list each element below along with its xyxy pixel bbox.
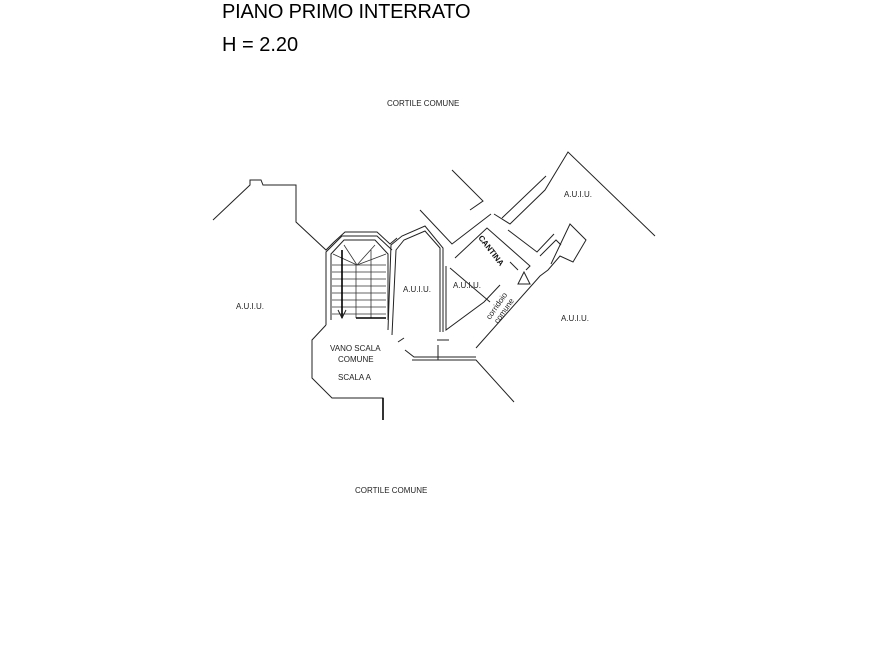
ceiling-height: H = 2.20 [222,34,299,56]
label-unit-left: A.U.I.U. [236,302,264,311]
wall-corridor-right [475,223,587,349]
label-unit-right: A.U.I.U. [561,314,589,323]
wall-center-inner [391,230,441,336]
wall-left-boundary [212,179,398,251]
label-courtyard-top: CORTILE COMUNE [387,99,459,108]
stair-treads [332,244,387,318]
arrow-head-icon [337,309,347,320]
label-courtyard-bottom: CORTILE COMUNE [355,486,427,495]
triangle-marker-icon [517,270,531,285]
label-stair-name: SCALA A [338,373,372,382]
plan-title: PIANO PRIMO INTERRATO [222,1,471,23]
wall-cantina-upper [419,209,492,245]
label-cantina: CANTINA [476,234,505,268]
wall-stair-inner [325,235,393,325]
label-stair-line1: VANO SCALA [330,344,381,353]
wall-stair-outer [330,239,389,320]
label-unit-center-right: A.U.I.U. [453,281,481,290]
label-unit-top-right: A.U.I.U. [564,190,592,199]
label-unit-center: A.U.I.U. [403,285,431,294]
label-stair-line2: COMUNE [338,355,374,364]
wall-center-unit [387,225,444,332]
